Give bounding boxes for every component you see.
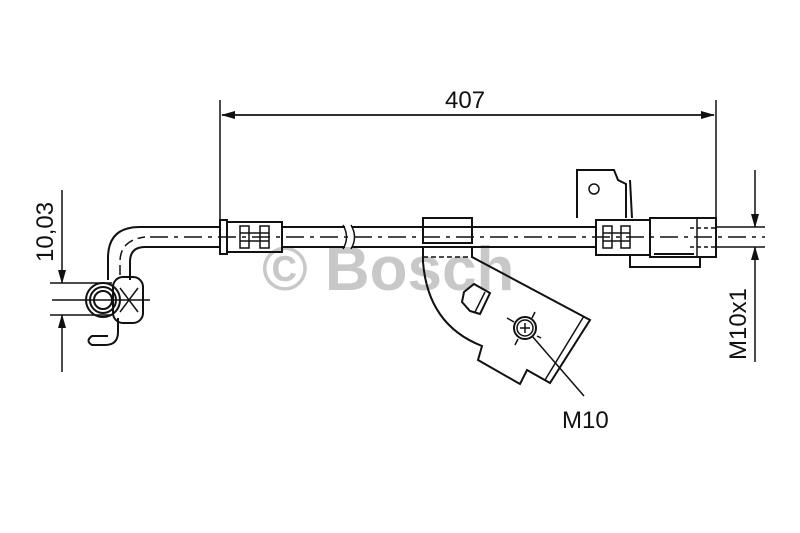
mounting-bracket: M10 [422, 217, 609, 434]
bolt-thread-label: M10 [562, 407, 609, 434]
hose [107, 224, 765, 280]
offset-dimension: 10,03 [32, 190, 112, 372]
length-dimension: 407 [219, 87, 717, 225]
right-crimp-fitting [576, 169, 765, 268]
thread-dimension: M10x1 [725, 170, 759, 362]
watermark: © Bosch [262, 235, 514, 304]
left-crimp-fitting [219, 219, 283, 255]
thread-label: M10x1 [725, 288, 752, 360]
offset-label: 10,03 [32, 202, 59, 262]
banjo-eye-fitting [52, 276, 150, 346]
length-label: 407 [445, 87, 485, 114]
